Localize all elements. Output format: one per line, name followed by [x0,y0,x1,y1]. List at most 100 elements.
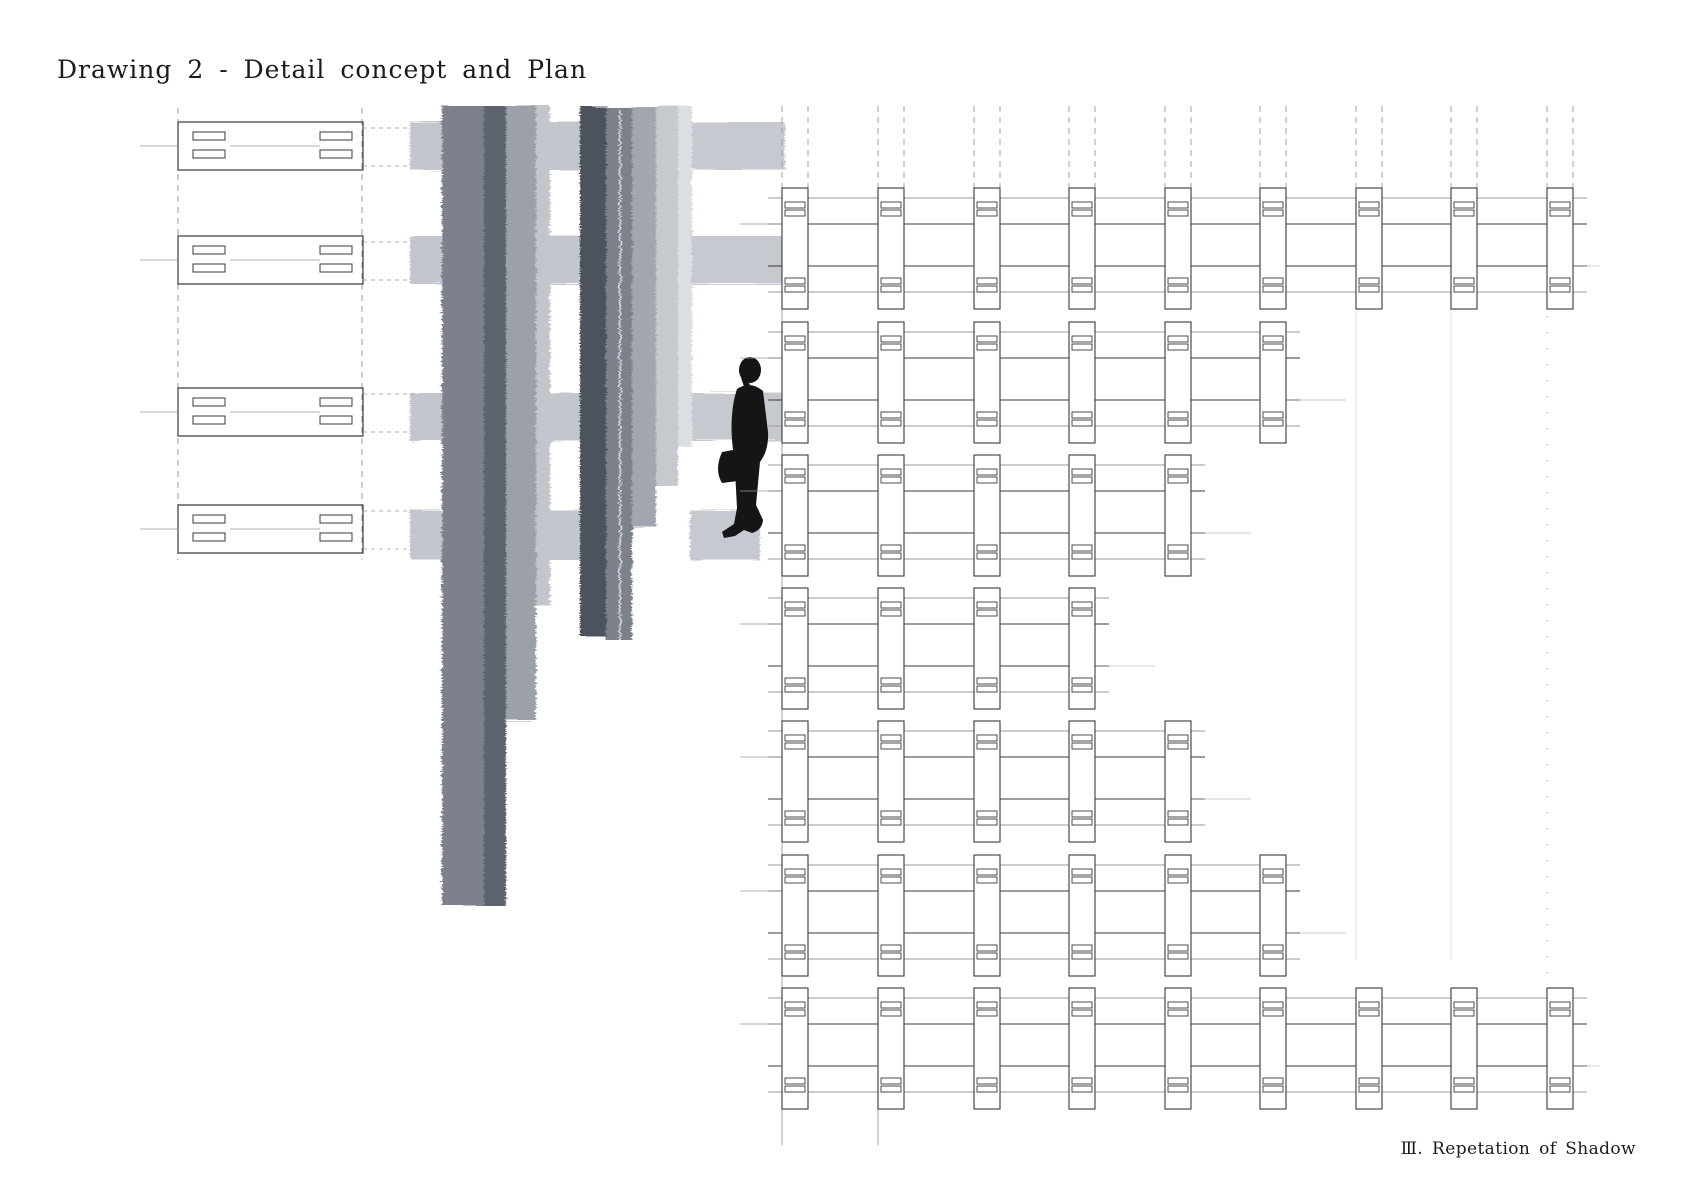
connector-slot [880,810,902,818]
connector-slot [1358,1001,1380,1009]
connector-slot [976,201,998,209]
connector-slot [1167,476,1189,484]
connector-slot [1262,209,1284,217]
plan-column [973,454,1001,577]
human-silhouette-icon [718,357,769,538]
plan-column [1259,987,1287,1110]
connector-slot [976,209,998,217]
connector-slot [1358,285,1380,293]
plan-column [973,321,1001,444]
connector-slot [1453,1077,1475,1085]
connector-slot [1167,952,1189,960]
connector-slot [880,1009,902,1017]
shadow-brush-strokes [410,106,785,906]
connector-slot [1358,277,1380,285]
connector-slot [976,685,998,693]
connector-slot [1071,742,1093,750]
connector-slot [1071,419,1093,427]
plan-column [973,854,1001,977]
connector-slot [880,201,902,209]
plan-column [877,854,905,977]
connector-slot [1262,1077,1284,1085]
plan-column [781,187,809,310]
connector-slot [784,1085,806,1093]
connector-slot [1262,944,1284,952]
plan-column [1164,854,1192,977]
connector-slot [784,601,806,609]
connector-slot [976,952,998,960]
plan-column [1068,587,1096,710]
plan-column [1068,321,1096,444]
connector-slot [1071,343,1093,351]
plan-column [1164,987,1192,1110]
connector-slot [784,335,806,343]
connector-slot [976,944,998,952]
connector-slot [319,532,353,542]
connector-slot [192,532,226,542]
connector-slot [1167,277,1189,285]
plan-column [877,987,905,1110]
connector-slot [1071,209,1093,217]
plan-column [781,321,809,444]
connector-slot [976,609,998,617]
connector-slot [784,952,806,960]
plan-column [973,587,1001,710]
plan-column [1450,187,1478,310]
connector-slot [880,468,902,476]
plan-column [877,187,905,310]
connector-slot [1453,285,1475,293]
connector-slot [1071,685,1093,693]
connector-slot [1167,818,1189,826]
connector-slot [976,677,998,685]
connector-slot [1071,552,1093,560]
plan-column [781,454,809,577]
connector-slot [1358,201,1380,209]
connector-slot [1262,1085,1284,1093]
connector-slot [1167,544,1189,552]
connector-slot [880,285,902,293]
connector-slot [1071,818,1093,826]
plan-column [1068,720,1096,843]
connector-slot [784,742,806,750]
connector-slot [1167,1009,1189,1017]
plan-column [973,187,1001,310]
connector-slot [1358,1077,1380,1085]
connector-slot [192,263,226,273]
connector-slot [976,1077,998,1085]
connector-slot [784,685,806,693]
connector-slot [976,552,998,560]
connector-slot [976,335,998,343]
connector-slot [319,131,353,141]
connector-slot [976,868,998,876]
plan-column [877,454,905,577]
connector-slot [976,277,998,285]
connector-slot [1071,952,1093,960]
connector-slot [880,876,902,884]
plan-column [1068,854,1096,977]
connector-slot [1071,609,1093,617]
connector-slot [1358,1009,1380,1017]
connector-slot [1167,1077,1189,1085]
connector-slot [880,685,902,693]
connector-slot [784,285,806,293]
connector-slot [1167,1001,1189,1009]
connector-slot [976,1085,998,1093]
connector-slot [976,734,998,742]
connector-slot [880,944,902,952]
connector-slot [784,1077,806,1085]
plan-column [1164,321,1192,444]
connector-slot [1453,209,1475,217]
connector-slot [319,415,353,425]
connector-slot [784,411,806,419]
plan-column [1068,987,1096,1110]
plan-column [1355,987,1383,1110]
connector-slot [976,468,998,476]
connector-slot [784,544,806,552]
connector-slot [784,677,806,685]
connector-slot [1262,277,1284,285]
connector-slot [192,131,226,141]
plan-grid [740,106,1600,1145]
connector-slot [784,818,806,826]
connector-slot [319,397,353,407]
connector-slot [1167,552,1189,560]
